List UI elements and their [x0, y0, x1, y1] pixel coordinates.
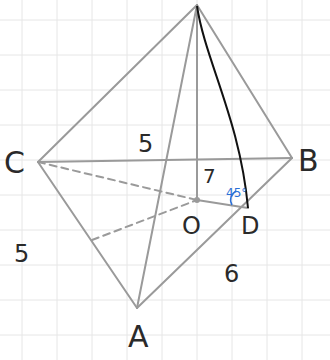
length-label: 6 — [224, 262, 239, 286]
point-label: D — [241, 214, 259, 238]
right-angle-mark: 7 — [203, 166, 216, 186]
vertex-label: B — [298, 146, 319, 176]
length-label: 5 — [14, 242, 29, 266]
angle-label: 45° — [226, 187, 247, 199]
slant-height — [197, 6, 248, 208]
point-label: O — [182, 214, 201, 238]
vertex-label: A — [128, 322, 149, 352]
pyramid-edges — [38, 5, 292, 308]
length-label: 5 — [138, 132, 153, 156]
vertex-label: C — [4, 148, 25, 178]
center-point — [194, 197, 200, 203]
